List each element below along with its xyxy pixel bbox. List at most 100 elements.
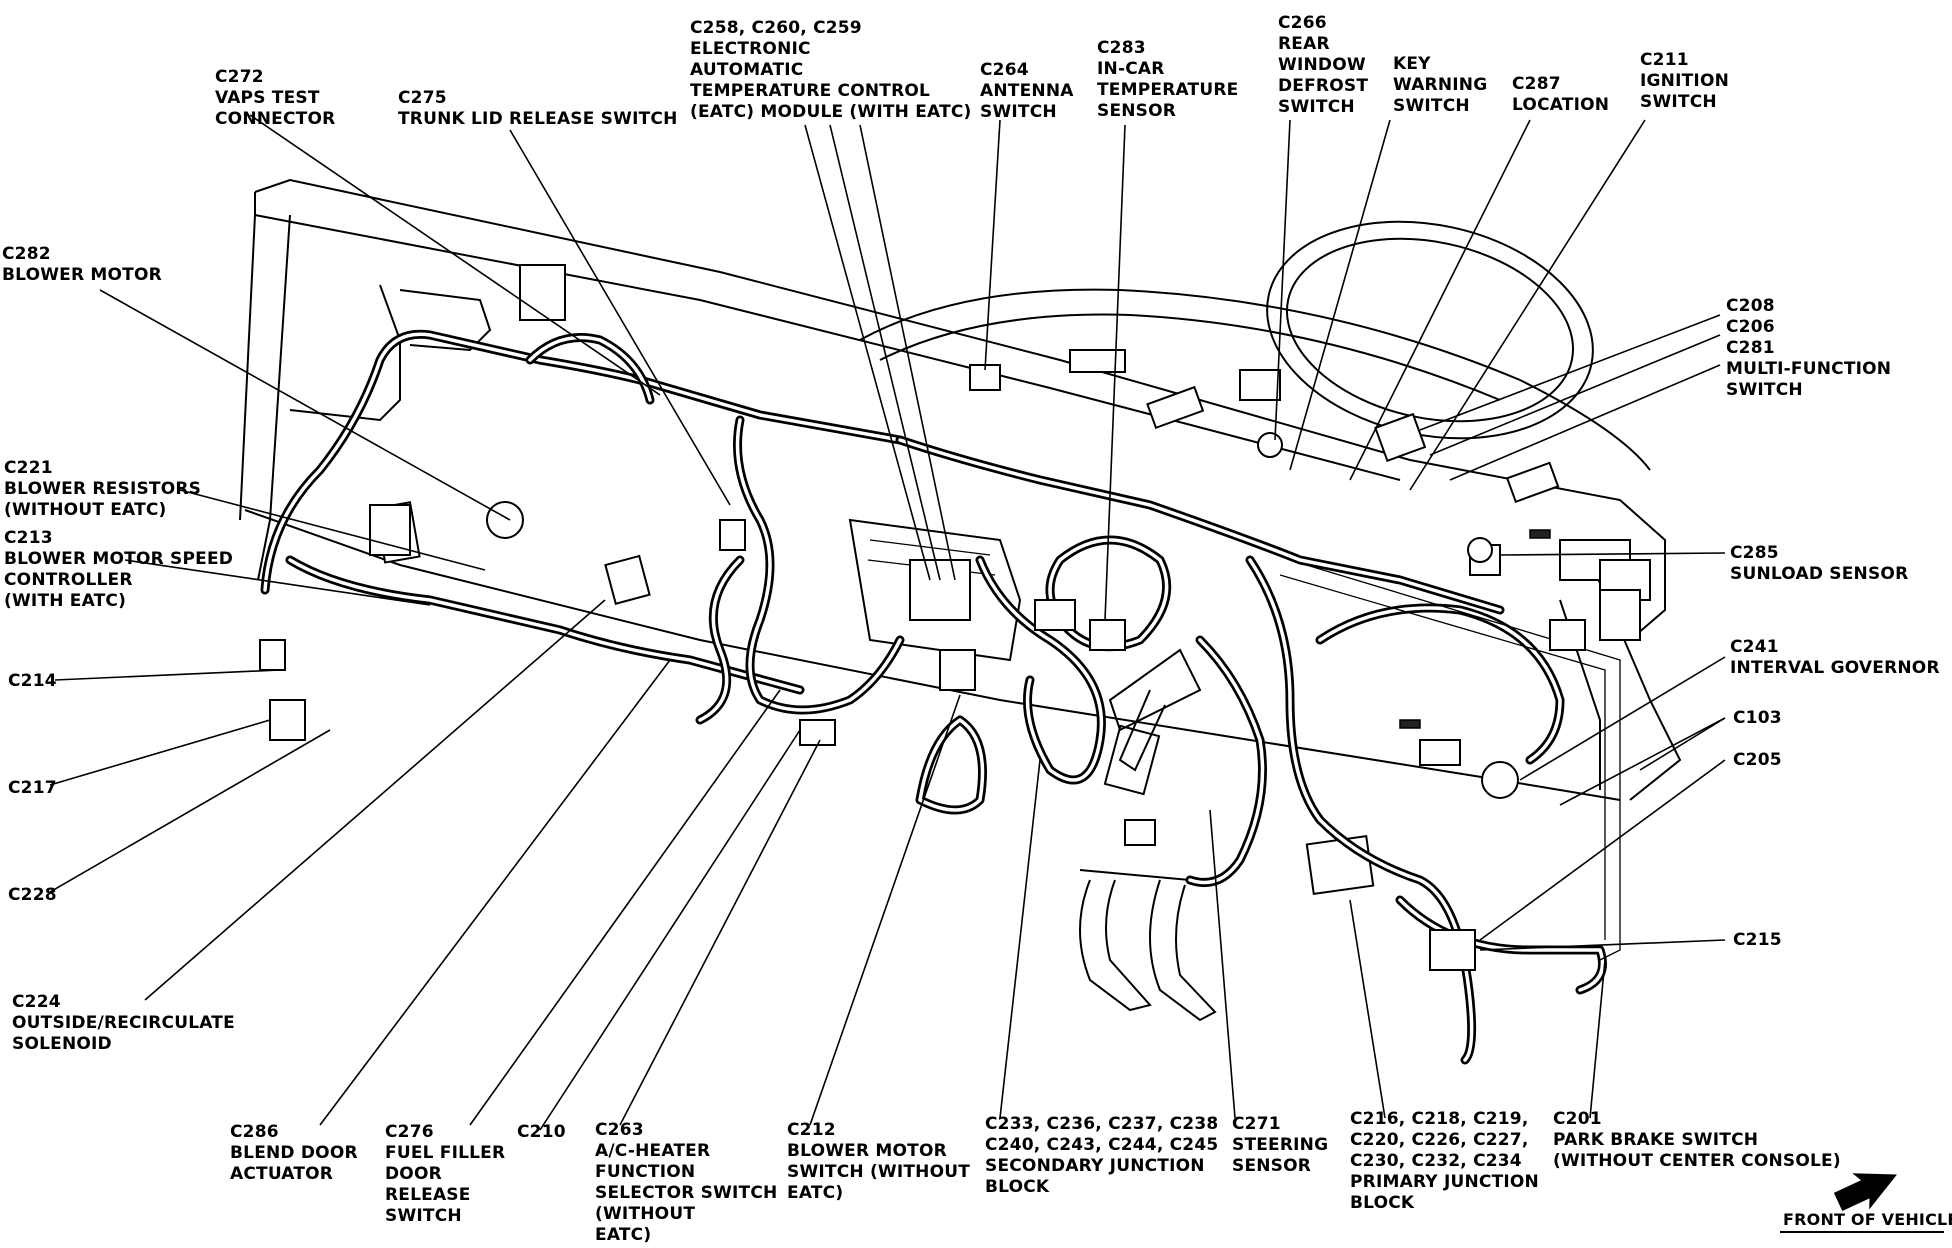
- label-line: C263: [595, 1120, 644, 1140]
- label-line: C287: [1512, 74, 1561, 94]
- label-line: C264: [980, 60, 1029, 80]
- label-line: SWITCH: [385, 1206, 462, 1226]
- label-line: OUTSIDE/RECIRCULATE: [12, 1013, 235, 1033]
- label-line: AUTOMATIC: [690, 60, 803, 80]
- label-line: C271: [1232, 1114, 1281, 1134]
- label-line: TEMPERATURE CONTROL: [690, 81, 930, 101]
- label-line: BLEND DOOR: [230, 1143, 358, 1163]
- label-c205: C205: [1733, 750, 1782, 770]
- label-line: SELECTOR SWITCH: [595, 1183, 777, 1203]
- label-c216: C216, C218, C219,C220, C226, C227,C230, …: [1350, 1109, 1539, 1213]
- label-line: DOOR: [385, 1164, 442, 1184]
- label-line: ELECTRONIC: [690, 39, 811, 59]
- label-front-of-vehicle: FRONT OF VEHICLE: [1783, 1210, 1952, 1229]
- label-line: SOLENOID: [12, 1034, 112, 1054]
- label-line: SWITCH: [1393, 96, 1470, 116]
- label-line: C206: [1726, 317, 1775, 337]
- label-line: BLOCK: [985, 1177, 1050, 1197]
- label-line: C224: [12, 992, 61, 1012]
- label-line: STEERING: [1232, 1135, 1328, 1155]
- label-line: C217: [8, 778, 57, 798]
- label-line: C258, C260, C259: [690, 18, 862, 38]
- label-line: TRUNK LID RELEASE SWITCH: [398, 109, 678, 129]
- label-c214: C214: [8, 671, 57, 691]
- label-line: C286: [230, 1122, 279, 1142]
- label-line: (WITHOUT: [595, 1204, 695, 1224]
- label-line: C220, C226, C227,: [1350, 1130, 1529, 1150]
- label-line: RELEASE: [385, 1185, 471, 1205]
- label-line: REAR: [1278, 34, 1330, 54]
- label-line: FUEL FILLER: [385, 1143, 505, 1163]
- leader-lines: [49, 114, 1726, 1131]
- label-line: C213: [4, 528, 53, 548]
- label-line: C216, C218, C219,: [1350, 1109, 1529, 1129]
- front-arrow-icon: [1780, 1173, 1944, 1233]
- label-line: EATC): [787, 1183, 843, 1203]
- label-line: IGNITION: [1640, 71, 1729, 91]
- label-line: C281: [1726, 338, 1775, 358]
- label-line: BLOCK: [1350, 1193, 1415, 1213]
- label-line: ANTENNA: [980, 81, 1074, 101]
- connectors: [259, 264, 1641, 971]
- label-c228: C228: [8, 885, 57, 905]
- label-line: C214: [8, 671, 57, 691]
- label-line: C208: [1726, 296, 1775, 316]
- label-line: C230, C232, C234: [1350, 1151, 1522, 1171]
- label-line: C275: [398, 88, 447, 108]
- label-line: FUNCTION: [595, 1162, 695, 1182]
- label-line: C272: [215, 67, 264, 87]
- label-line: LOCATION: [1512, 95, 1609, 115]
- label-line: (WITH EATC): [4, 591, 126, 611]
- label-line: C276: [385, 1122, 434, 1142]
- label-line: WINDOW: [1278, 55, 1366, 75]
- label-line: SECONDARY JUNCTION: [985, 1156, 1205, 1176]
- label-line: DEFROST: [1278, 76, 1368, 96]
- label-line: C266: [1278, 13, 1327, 33]
- label-line: ACTUATOR: [230, 1164, 333, 1184]
- label-line: A/C-HEATER: [595, 1141, 710, 1161]
- label-c103: C103: [1733, 708, 1782, 728]
- label-c215: C215: [1733, 930, 1782, 950]
- label-line: C285: [1730, 543, 1779, 563]
- label-line: C210: [517, 1122, 566, 1142]
- label-line: SENSOR: [1232, 1156, 1311, 1176]
- label-line: C283: [1097, 38, 1146, 58]
- label-line: SWITCH: [980, 102, 1057, 122]
- label-line: C103: [1733, 708, 1782, 728]
- label-line: CONNECTOR: [215, 109, 335, 129]
- label-line: (WITHOUT CENTER CONSOLE): [1553, 1151, 1841, 1171]
- label-line: SENSOR: [1097, 101, 1176, 121]
- label-line: C221: [4, 458, 53, 478]
- label-line: VAPS TEST: [215, 88, 320, 108]
- label-line: PARK BRAKE SWITCH: [1553, 1130, 1758, 1150]
- label-c217: C217: [8, 778, 57, 798]
- label-line: SWITCH: [1640, 92, 1717, 112]
- label-line: WARNING: [1393, 75, 1487, 95]
- label-line: (EATC) MODULE (WITH EATC): [690, 102, 972, 122]
- label-line: SUNLOAD SENSOR: [1730, 564, 1908, 584]
- label-line: SWITCH (WITHOUT: [787, 1162, 970, 1182]
- label-line: EATC): [595, 1225, 651, 1245]
- label-line: C205: [1733, 750, 1782, 770]
- label-line: FRONT OF VEHICLE: [1783, 1210, 1952, 1229]
- label-line: SWITCH: [1726, 380, 1803, 400]
- label-line: TEMPERATURE: [1097, 80, 1238, 100]
